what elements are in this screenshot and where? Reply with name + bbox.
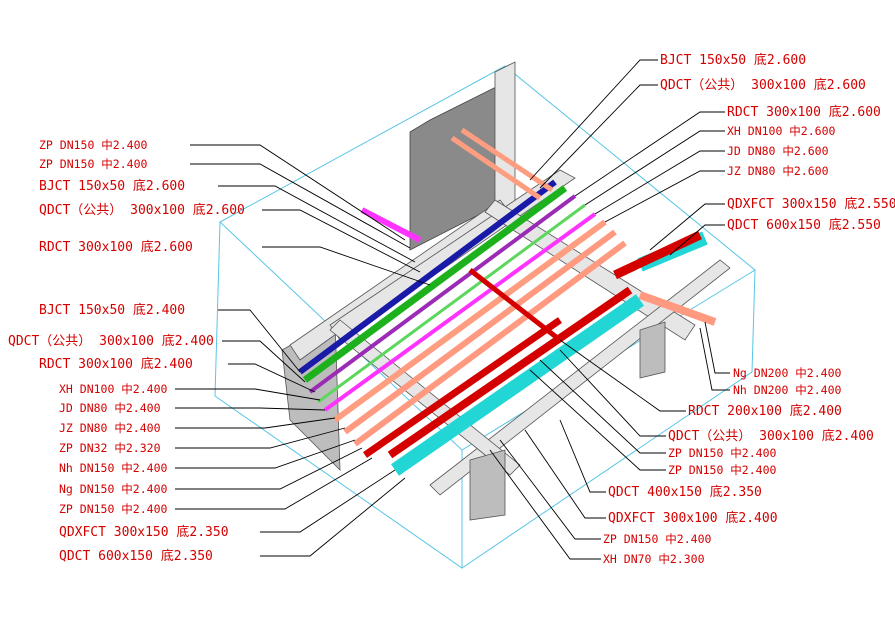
leader-line-2 — [190, 163, 411, 249]
leader-line-11 — [175, 417, 336, 429]
pipe-rdct-200 — [468, 268, 562, 342]
leader-line-12 — [175, 427, 346, 449]
pipes-and-trays — [298, 127, 717, 476]
label-left-8: RDCT 300x100 底2.400 — [39, 356, 193, 372]
leader-line-1 — [190, 144, 406, 241]
label-right-14: ZP DN150 中2.400 — [668, 463, 777, 477]
leader-line-17 — [260, 477, 406, 557]
label-right-5: JD DN80 中2.600 — [727, 144, 829, 158]
label-left-16: QDXFCT 300x150 底2.350 — [59, 524, 229, 540]
pipe-zp-back-2 — [460, 127, 554, 193]
label-left-6: BJCT 150x50 底2.400 — [39, 302, 185, 318]
label-left-14: Ng DN150 中2.400 — [59, 482, 168, 496]
leader-line-7 — [222, 340, 306, 383]
leader-line-28 — [559, 339, 686, 412]
leader-line-22 — [594, 150, 725, 215]
label-left-3: BJCT 150x50 底2.600 — [39, 178, 185, 194]
pipe-nh — [343, 229, 617, 435]
label-left-10: JD DN80 中2.400 — [59, 401, 161, 415]
pipe-jd — [317, 203, 586, 404]
leader-line-20 — [574, 111, 725, 197]
label-right-6: JZ DN80 中2.600 — [727, 164, 829, 178]
pipe-xh — [308, 194, 577, 394]
leader-line-30 — [539, 359, 666, 454]
column-front — [469, 449, 506, 521]
label-left-13: Nh DN150 中2.400 — [59, 461, 168, 475]
leader-line-21 — [584, 130, 725, 206]
leader-line-33 — [524, 429, 606, 519]
label-left-11: JZ DN80 中2.400 — [59, 421, 161, 435]
pipe-bjct — [298, 179, 557, 375]
label-right-11: RDCT 200x100 底2.400 — [688, 403, 842, 419]
pipe-ng — [353, 240, 627, 447]
label-right-3: RDCT 300x100 底2.600 — [727, 104, 881, 120]
label-right-16: QDXFCT 300x100 底2.400 — [608, 510, 778, 526]
leader-line-26 — [704, 321, 730, 374]
left-labels: ZP DN150 中2.400 ZP DN150 中2.400 BJCT 150… — [8, 138, 245, 564]
leader-line-34 — [499, 439, 601, 540]
label-right-1: BJCT 150x50 底2.600 — [660, 52, 806, 68]
label-left-1: ZP DN150 中2.400 — [39, 138, 148, 152]
leader-line-8 — [228, 363, 316, 393]
column-right — [639, 321, 666, 379]
pipe-zp — [333, 219, 607, 423]
leader-line-9 — [175, 388, 321, 401]
label-left-9: XH DN100 中2.400 — [59, 382, 168, 396]
leader-line-19 — [539, 84, 658, 189]
label-right-13: ZP DN150 中2.400 — [668, 446, 777, 460]
label-right-2: QDCT（公共） 300x100 底2.600 — [660, 77, 866, 93]
leader-line-25 — [669, 224, 725, 256]
leader-line-16 — [260, 469, 396, 533]
leader-line-35 — [489, 449, 601, 560]
label-right-4: XH DN100 中2.600 — [727, 124, 836, 138]
leader-line-23 — [604, 170, 725, 223]
pipe-qdct-public — [302, 185, 568, 383]
label-right-17: ZP DN150 中2.400 — [603, 532, 712, 546]
tray-rdct-back — [613, 230, 702, 280]
right-labels: BJCT 150x50 底2.600 QDCT（公共） 300x100 底2.6… — [603, 52, 895, 566]
pipe-jz-left-stub — [360, 207, 422, 243]
label-left-15: ZP DN150 中2.400 — [59, 502, 168, 516]
leader-line-3 — [218, 185, 416, 263]
leader-line-31 — [529, 369, 666, 471]
pipe-ng-right — [638, 291, 717, 326]
leader-line-13 — [175, 439, 356, 469]
tray-qdxfct — [387, 286, 633, 459]
label-left-2: ZP DN150 中2.400 — [39, 157, 148, 171]
tray-rdct-front — [363, 317, 562, 458]
label-left-7: QDCT（公共） 300x100 底2.400 — [8, 333, 214, 349]
leader-line-29 — [559, 349, 666, 437]
label-left-4: QDCT（公共） 300x100 底2.600 — [39, 202, 245, 218]
pipe-zp-back-1 — [450, 135, 542, 201]
leader-line-4 — [262, 209, 421, 273]
label-right-10: Nh DN200 中2.400 — [733, 383, 842, 397]
leader-line-5 — [262, 246, 431, 286]
column-back — [494, 61, 516, 219]
leader-line-6 — [218, 309, 301, 373]
label-left-12: ZP DN32 中2.320 — [59, 441, 161, 455]
label-left-5: RDCT 300x100 底2.600 — [39, 239, 193, 255]
label-right-9: Ng DN200 中2.400 — [733, 366, 842, 380]
leader-line-27 — [699, 327, 730, 391]
leader-line-15 — [175, 457, 373, 510]
leader-line-18 — [529, 59, 658, 181]
beam-cross-2 — [429, 259, 731, 496]
leader-line-24 — [649, 203, 725, 251]
leader-line-14 — [175, 447, 363, 490]
label-right-18: XH DN70 中2.300 — [603, 552, 705, 566]
pipe-jz — [323, 212, 597, 412]
label-right-15: QDCT 400x150 底2.350 — [608, 484, 762, 500]
label-right-7: QDXFCT 300x150 底2.550 — [727, 196, 895, 212]
leader-line-32 — [559, 419, 606, 493]
leader-lines — [175, 59, 730, 560]
label-left-17: QDCT 600x150 底2.350 — [59, 548, 213, 564]
tray-qdct-600 — [391, 294, 644, 476]
label-right-12: QDCT（公共） 300x100 底2.400 — [668, 428, 874, 444]
label-right-8: QDCT 600x150 底2.550 — [727, 217, 881, 233]
leader-line-10 — [175, 407, 326, 411]
